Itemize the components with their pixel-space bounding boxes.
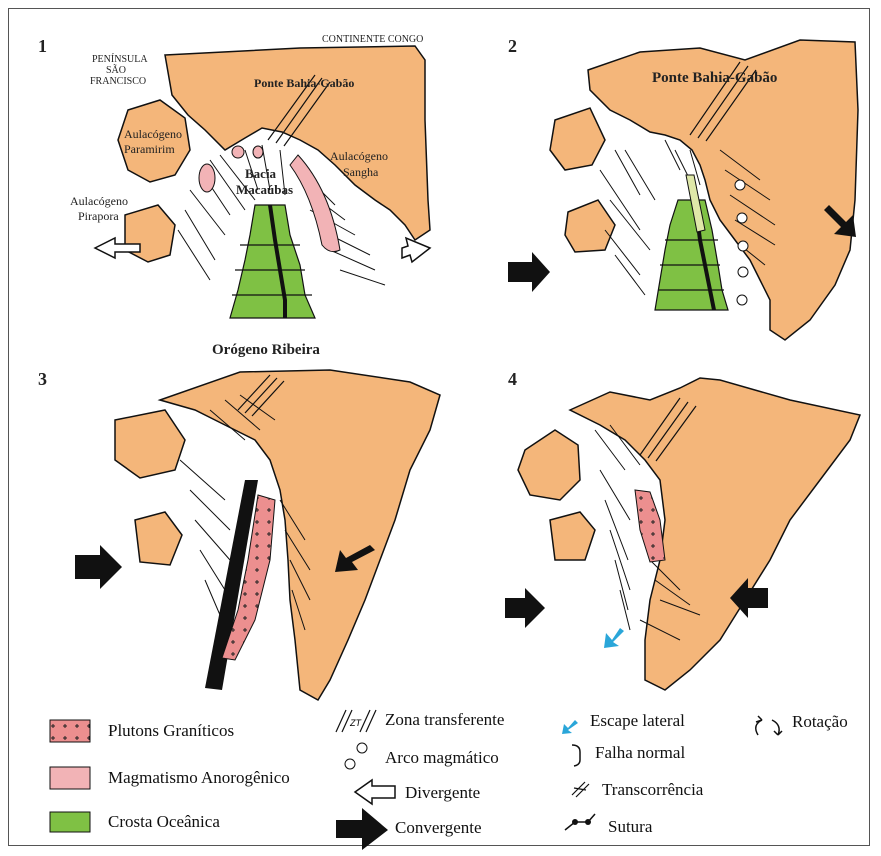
panel-1-anorogenic-2	[232, 146, 244, 158]
label-paramirim-l2: Paramirim	[124, 142, 175, 156]
label-ponte-bahia-gabao-2: Ponte Bahia-Gabão	[652, 70, 777, 86]
label-paramirim-l1: Aulacógeno	[124, 127, 182, 141]
legend-magmatismo: Magmatismo Anorogênico	[108, 768, 290, 787]
legend-symbol-divergente	[355, 780, 395, 804]
legend-symbol-convergente	[336, 808, 388, 850]
legend-transcorrencia: Transcorrência	[602, 780, 704, 799]
legend-zt-symbol: ZT	[349, 718, 362, 728]
legend-symbol-rotacao	[756, 716, 782, 735]
legend: Plutons Graníticos Magmatismo Anorogênic…	[50, 710, 848, 850]
label-pirapora-l1: Aulacógeno	[70, 194, 128, 208]
panel-2-block-west	[550, 108, 605, 170]
panel-2: 2 Ponte Bahia-Gabão	[508, 36, 858, 340]
label-peninsula-l2: SÃO	[106, 64, 126, 76]
panel-1-oceanic-crust	[230, 205, 315, 318]
legend-swatch-magmatismo	[50, 767, 90, 789]
panel-3-continent	[160, 370, 440, 700]
panel-2-oceanic-crust	[655, 200, 728, 310]
label-orogeno-ribeira: Orógeno Ribeira	[212, 342, 320, 358]
panel-3: 3	[38, 369, 440, 700]
panel-1-block-paramirim	[118, 100, 190, 182]
label-sangha-l1: Aulacógeno	[330, 149, 388, 163]
label-continente-congo: CONTINENTE CONGO	[322, 34, 423, 45]
label-pirapora-l2: Pirapora	[78, 209, 119, 223]
legend-symbol-transcorrencia	[572, 782, 589, 797]
panel-4-granitic-pluton	[635, 490, 665, 562]
panel-1-anorogenic-1	[199, 164, 215, 192]
panel-2-block-southwest	[565, 200, 615, 252]
legend-rotacao: Rotação	[792, 712, 848, 731]
legend-falha: Falha normal	[595, 743, 685, 762]
legend-escape: Escape lateral	[590, 711, 685, 730]
panel-3-block-southwest	[135, 512, 182, 565]
panel-4-block-southwest	[550, 512, 595, 560]
legend-arco: Arco magmático	[385, 748, 499, 767]
panel-4-block-west	[518, 430, 580, 500]
panel-1-anorogenic-sangha	[290, 155, 340, 252]
panel-4-lateral-escape-arrow	[604, 628, 624, 648]
panel-4-number: 4	[508, 369, 517, 389]
panel-1-anorogenic-3	[253, 146, 263, 158]
panel-1: 1 CONTINENTE CONGO PENÍNSULA SÃO FRAN	[38, 34, 430, 358]
legend-swatch-plutons	[50, 720, 90, 742]
panel-3-convergent-arrow-left	[75, 545, 122, 589]
legend-symbol-falha	[572, 745, 580, 766]
panel-1-number: 1	[38, 36, 47, 56]
panel-4-convergent-arrow-left	[505, 588, 545, 628]
legend-plutons: Plutons Graníticos	[108, 721, 234, 740]
legend-symbol-sutura	[565, 814, 595, 830]
legend-divergente: Divergente	[405, 783, 480, 802]
panel-1-divergent-arrow-right	[402, 238, 430, 262]
legend-symbol-escape	[562, 720, 578, 734]
panel-4: 4	[505, 369, 860, 690]
panel-3-block-west	[115, 410, 185, 478]
label-ponte-bahia-gabao-1: Ponte Bahia-Gabão	[254, 76, 354, 90]
panel-2-convergent-arrow-left	[508, 252, 550, 292]
label-peninsula-l3: FRANCISCO	[90, 76, 146, 87]
legend-symbol-arco	[345, 743, 367, 769]
panel-2-number: 2	[508, 36, 517, 56]
legend-crosta: Crosta Oceânica	[108, 812, 220, 831]
legend-zona: Zona transferente	[385, 710, 504, 729]
legend-swatch-crosta	[50, 812, 90, 832]
label-sangha-l2: Sangha	[343, 165, 379, 179]
legend-sutura: Sutura	[608, 817, 653, 836]
panel-1-block-pirapora	[125, 205, 175, 262]
label-macaubas: Macaúbas	[236, 182, 293, 197]
label-bacia: Bacia	[245, 166, 277, 181]
legend-symbol-zona: ZT	[336, 710, 376, 732]
panel-3-number: 3	[38, 369, 47, 389]
label-peninsula-l1: PENÍNSULA	[92, 53, 148, 65]
legend-convergente: Convergente	[395, 818, 482, 837]
